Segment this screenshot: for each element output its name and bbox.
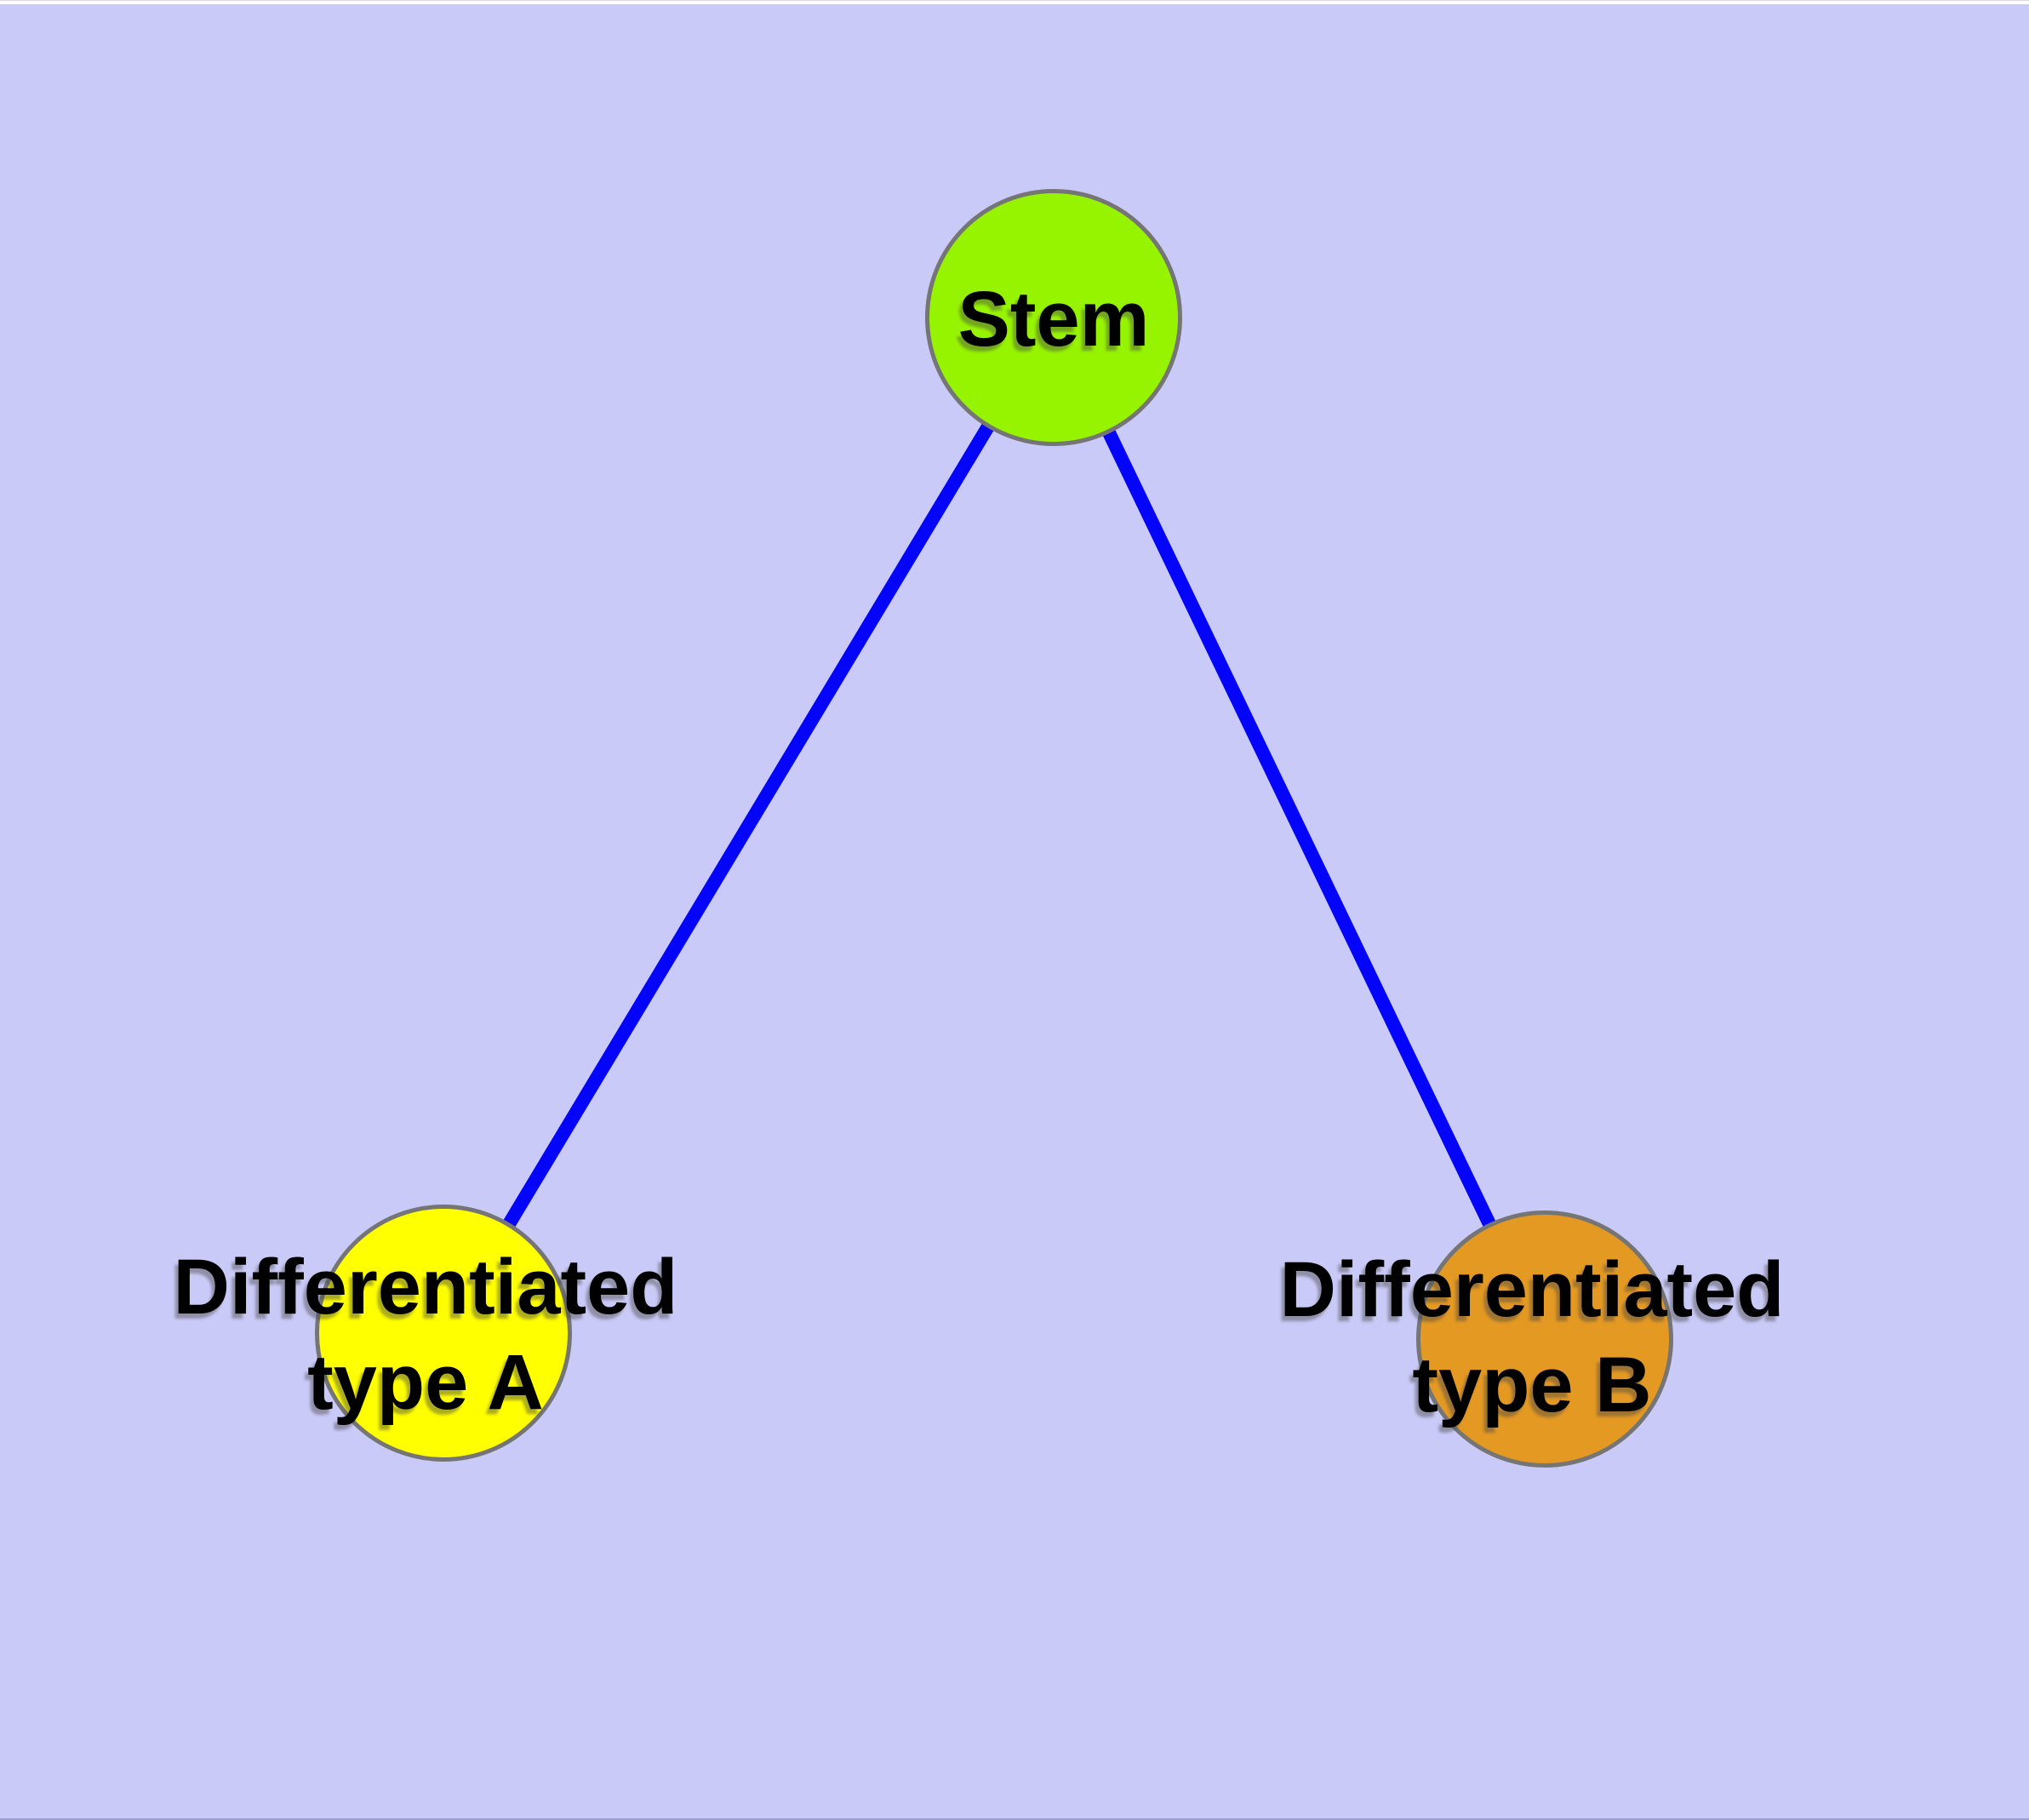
type-b-label-line2: type B [1412,1342,1652,1428]
node-type-a-label: Differentiated type A [174,1239,678,1430]
type-a-label-line1: Differentiated [173,1244,678,1331]
node-stem-label: Stem [958,272,1150,367]
stem-label-text: Stem [957,276,1150,363]
bottom-edge-strip [0,1818,2029,1820]
type-b-label-line1: Differentiated [1279,1246,1785,1333]
top-edge-strip [0,0,2029,4]
node-type-b-label: Differentiated type B [1280,1242,1785,1433]
node-differentiated-type-b [1416,1210,1673,1468]
node-stem [925,189,1182,446]
node-differentiated-type-a [315,1205,572,1462]
edge-stem-to-type-a [437,313,1060,1337]
edge-stem-to-type-b [1047,314,1552,1342]
type-a-label-line2: type A [307,1339,544,1426]
